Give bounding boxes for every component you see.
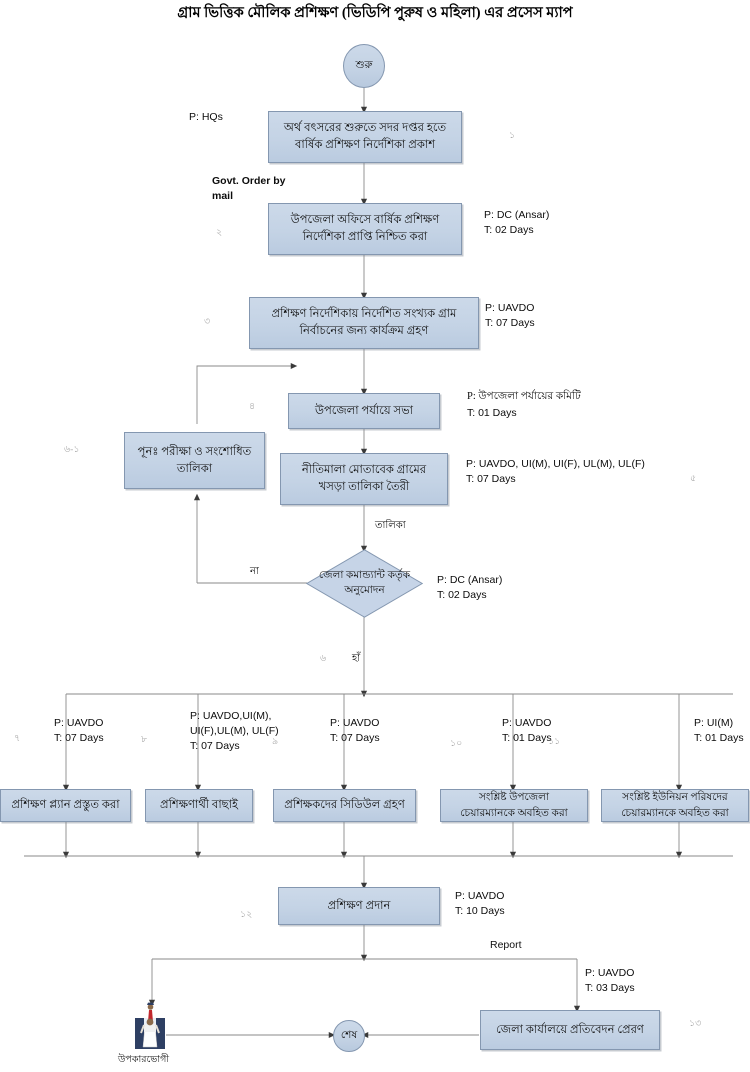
annotation-branch-9: P: UAVDO T: 07 Days (330, 717, 380, 744)
node-13-label: জেলা কার্যালয়ে প্রতিবেদন প্রেরণ (496, 1023, 644, 1036)
annotation-uavdo-7days-a: P: UAVDO T: 07 Days (485, 302, 535, 329)
decision-label-line1: জেলা কমান্ড্যান্ট (318, 570, 385, 582)
node-4-label: উপজেলা পর্যায়ে সভা (315, 404, 413, 417)
decision-label-line3: অনুমোদন (344, 584, 385, 596)
node-2-label-line2: নির্দেশিকা প্রাপ্তি নিশ্চিত করা (302, 231, 428, 243)
edge-label-yes: হাঁ (352, 653, 361, 664)
step-number-11: ১১ (548, 737, 561, 747)
edge-label-report: Report (490, 939, 522, 951)
step-number-6: ৬ (320, 654, 327, 664)
annotation-dc-ansar-2days: P: DC (Ansar) T: 02 Days (484, 209, 550, 236)
node-11-label-line1: সংশ্লিষ্ট ইউনিয়ন পরিষদের (622, 792, 728, 804)
node-draft-village-list[interactable]: নীতিমালা মোতাবেক গ্রামের খসড়া তালিকা তৈ… (280, 453, 448, 505)
node-publish-annual-training-guideline[interactable]: অর্থ বৎসরের শুরুতে সদর দপ্তর হতে বার্ষিক… (268, 111, 462, 163)
node-61-label-line1: পূনঃ পরীক্ষা ও সংশোধিত (137, 445, 252, 458)
node-11-label-line2: চেয়ারম্যানকে অবহিত করা (621, 807, 729, 819)
node-10-label-line1: সংশ্লিষ্ট উপজেলা (478, 792, 550, 804)
node-district-commandant-approval[interactable]: জেলা কমান্ড্যান্ট কর্তৃক অনুমোদন (306, 549, 423, 618)
step-number-5: ৫ (690, 474, 697, 484)
node-8-label: প্রশিক্ষণার্থী বাছাই (160, 799, 238, 812)
annotation-uavdo-ui-ul-7days: P: UAVDO, UI(M), UI(F), UL(M), UL(F) T: … (466, 458, 645, 485)
beneficiary-person-icon (131, 1002, 169, 1050)
step-number-3: ৩ (204, 317, 211, 327)
step-number-9: ৯ (272, 737, 279, 747)
annotation-hq-performer: P: HQs (189, 111, 223, 123)
node-1-label-line1: অর্থ বৎসরের শুরুতে সদর দপ্তর হতে (283, 122, 447, 135)
node-5-label-line1: নীতিমালা মোতাবেক গ্রামের (301, 464, 427, 477)
decision-label-line2: কর্তৃক (387, 570, 411, 582)
annotation-uavdo-10days: P: UAVDO T: 10 Days (455, 890, 505, 917)
node-5-label-line2: খসড়া তালিকা তৈরী (318, 481, 410, 493)
step-number-2: ২ (216, 228, 223, 238)
node-inform-upazila-chairman[interactable]: সংশ্লিষ্ট উপজেলা চেয়ারম্যানকে অবহিত করা (440, 789, 588, 822)
edge-label-talika: তালিকা (375, 520, 406, 531)
node-collect-trainer-schedule[interactable]: প্রশিক্ষকদের সিডিউল গ্রহণ (273, 789, 416, 822)
node-inform-union-parishad-chairman[interactable]: সংশ্লিষ্ট ইউনিয়ন পরিষদের চেয়ারম্যানকে … (601, 789, 749, 822)
node-61-label-line2: তালিকা (176, 462, 213, 475)
node-2-label-line1: উপজেলা অফিসে বার্ষিক প্রশিক্ষণ (290, 214, 440, 227)
page-title: গ্রাম ভিত্তিক মৌলিক প্রশিক্ষণ (ভিডিপি পু… (177, 5, 573, 21)
node-10-label-line2: চেয়ারম্যানকে অবহিত করা (460, 807, 568, 819)
node-confirm-guideline-receipt-upazila[interactable]: উপজেলা অফিসে বার্ষিক প্রশিক্ষণ নির্দেশিক… (268, 203, 462, 255)
node-7-label: প্রশিক্ষণ প্ল্যান প্রস্তুত করা (11, 799, 120, 812)
node-end-label: শেষ (340, 1029, 358, 1041)
step-number-4: ৪ (249, 402, 256, 412)
node-9-label: প্রশিক্ষকদের সিডিউল গ্রহণ (284, 799, 405, 812)
step-number-6-1: ৬-১ (64, 445, 80, 455)
annotation-branch-7: P: UAVDO T: 07 Days (54, 717, 104, 744)
node-upazila-level-meeting[interactable]: উপজেলা পর্যায়ে সভা (288, 393, 440, 429)
annotation-upazila-committee: P: উপজেলা পর্যায়ের কমিটি (467, 391, 581, 402)
annotation-branch-8: P: UAVDO,UI(M), UI(F),UL(M), UL(F) T: 07… (190, 710, 279, 752)
step-number-13: ১৩ (689, 1019, 702, 1029)
node-end[interactable]: শেষ (333, 1020, 365, 1052)
diamond-shape (306, 549, 423, 618)
annotation-branch-10: P: UAVDO T: 01 Days (502, 717, 552, 744)
step-number-7: ৭ (14, 734, 21, 744)
annotation-dc-ansar-2days-b: P: DC (Ansar) T: 02 Days (437, 574, 503, 601)
node-village-selection-activity[interactable]: প্রশিক্ষণ নির্দেশিকায় নির্দেশিত সংখ্যক … (249, 297, 479, 349)
step-number-10: ১০ (450, 739, 463, 749)
node-12-label: প্রশিক্ষণ প্রদান (327, 899, 391, 912)
step-number-12: ১২ (240, 910, 253, 920)
node-3-label-line2: নির্বাচনের জন্য কার্যক্রম গ্রহণ (299, 325, 429, 337)
node-select-trainees[interactable]: প্রশিক্ষণার্থী বাছাই (145, 789, 253, 822)
node-3-label-line1: প্রশিক্ষণ নির্দেশিকায় নির্দেশিত সংখ্যক … (271, 308, 457, 321)
annotation-govt-order-by-mail: Govt. Order by mail (212, 175, 286, 202)
beneficiary-label: উপকারভোগী (118, 1055, 170, 1065)
annotation-branch-11: P: UI(M) T: 01 Days (694, 717, 744, 744)
node-deliver-training[interactable]: প্রশিক্ষণ প্রদান (278, 887, 440, 925)
node-send-report-to-district-office[interactable]: জেলা কার্যালয়ে প্রতিবেদন প্রেরণ (480, 1010, 660, 1050)
annotation-uavdo-3days: P: UAVDO T: 03 Days (585, 967, 635, 994)
node-start[interactable]: শুরু (343, 44, 385, 88)
edge-label-no: না (250, 566, 259, 577)
node-recheck-and-revised-list[interactable]: পূনঃ পরীক্ষা ও সংশোধিত তালিকা (124, 432, 265, 489)
node-start-label: শুরু (355, 59, 373, 71)
step-number-1: ১ (509, 131, 516, 141)
step-number-8: ৮ (141, 735, 148, 745)
node-prepare-training-plan[interactable]: প্রশিক্ষণ প্ল্যান প্রস্তুত করা (0, 789, 131, 822)
diamond-label: জেলা কমান্ড্যান্ট কর্তৃক অনুমোদন (306, 549, 423, 618)
annotation-upazila-committee-time: T: 01 Days (467, 407, 517, 419)
node-1-label-line2: বার্ষিক প্রশিক্ষণ নির্দেশিকা প্রকাশ (294, 139, 436, 151)
